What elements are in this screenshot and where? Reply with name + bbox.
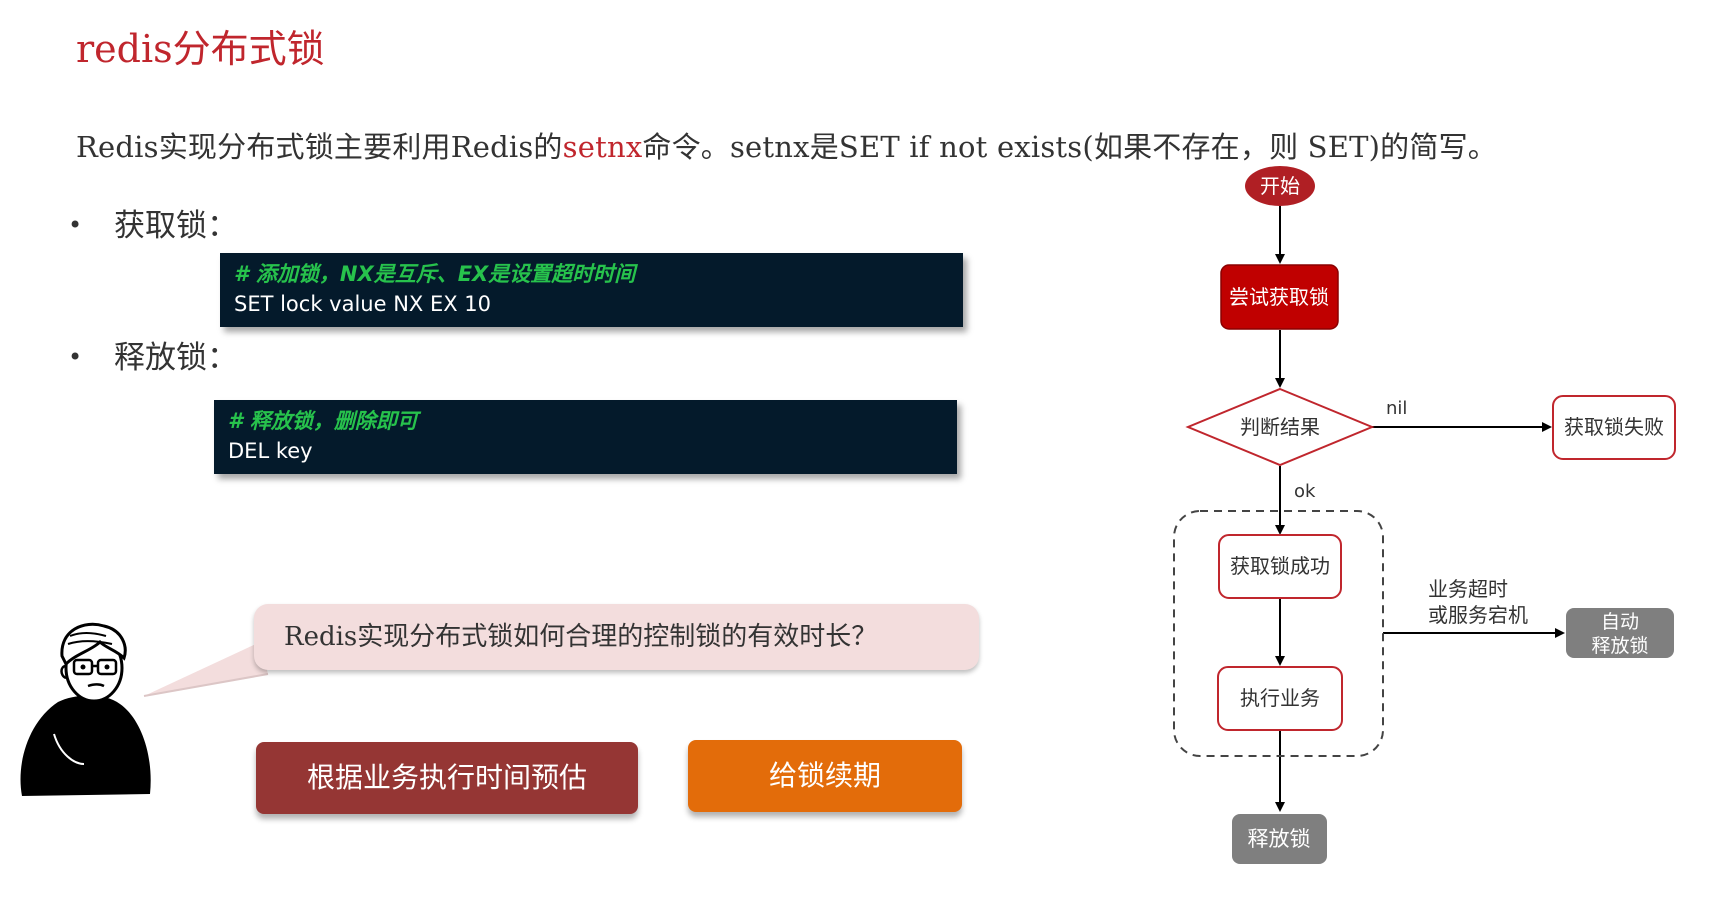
intro-text-after: 命令。setnx是SET if not exists(如果不存在，则 SET)的…	[642, 130, 1497, 164]
code-block-release: # 释放锁，删除即可 DEL key	[214, 400, 957, 474]
flow-judge-label: 判断结果	[1240, 415, 1320, 439]
flow-fail-label: 获取锁失败	[1564, 415, 1664, 439]
speech-bubble-tail	[143, 642, 269, 697]
flow-execute-label: 执行业务	[1240, 686, 1320, 710]
intro-text-before: Redis实现分布式锁主要利用Redis的	[76, 130, 563, 164]
bullet-dot: •	[68, 211, 83, 239]
code-block-acquire: # 添加锁，NX是互斥、EX是设置超时时间 SET lock value NX …	[220, 253, 963, 327]
flow-auto-release-label-line2: 释放锁	[1591, 635, 1648, 657]
flow-judge-node	[1185, 387, 1375, 467]
flow-try-acquire-label: 尝试获取锁	[1229, 285, 1329, 309]
renew-lock-button[interactable]: 给锁续期	[688, 740, 962, 812]
thinking-person-illustration	[20, 622, 151, 796]
dashed-lock-held-region	[1173, 510, 1384, 757]
code-command: SET lock value NX EX 10	[234, 292, 492, 316]
flow-success-label: 获取锁成功	[1230, 554, 1330, 578]
question-bubble: Redis实现分布式锁如何合理的控制锁的有效时长？	[254, 604, 979, 670]
intro-text: Redis实现分布式锁主要利用Redis的setnx命令。setnx是SET i…	[76, 124, 1497, 166]
flow-auto-release-node	[1566, 608, 1674, 658]
page-title: redis分布式锁	[76, 27, 325, 71]
bullet-acquire: • 获取锁：	[68, 200, 238, 245]
flow-try-acquire-node	[1220, 264, 1339, 330]
bullet-dot: •	[68, 343, 83, 371]
flow-release-node	[1232, 814, 1327, 864]
flow-ok-label: ok	[1294, 481, 1316, 502]
flow-fail-node	[1552, 395, 1676, 460]
flow-start-node	[1245, 166, 1315, 206]
bullet-acquire-label: 获取锁：	[114, 208, 238, 244]
flow-timeout-label-line2: 或服务宕机	[1428, 603, 1528, 627]
flow-release-label: 释放锁	[1248, 827, 1311, 851]
flow-timeout-label-line1: 业务超时	[1428, 577, 1508, 601]
flow-success-node	[1218, 534, 1342, 599]
code-command: DEL key	[228, 439, 313, 463]
code-comment: # 添加锁，NX是互斥、EX是设置超时时间	[234, 262, 636, 286]
setnx-highlight: setnx	[562, 130, 643, 164]
code-comment: # 释放锁，删除即可	[228, 409, 418, 433]
bullet-release-label: 释放锁：	[114, 340, 238, 376]
flow-nil-label: nil	[1386, 398, 1407, 419]
bullet-release: • 释放锁：	[68, 332, 238, 377]
estimate-by-business-time-button[interactable]: 根据业务执行时间预估	[256, 742, 638, 814]
flow-execute-node	[1217, 666, 1343, 731]
flow-auto-release-label-line1: 自动	[1601, 611, 1639, 633]
flow-start-label: 开始	[1260, 174, 1300, 198]
